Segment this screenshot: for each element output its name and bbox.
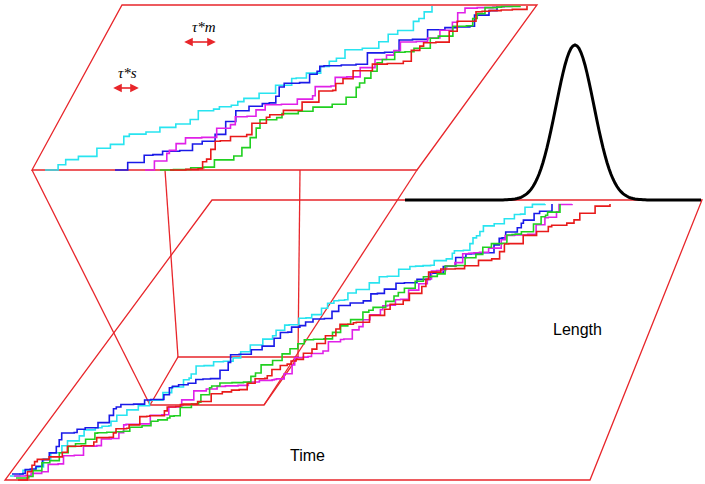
- interval-arrow: [190, 41, 210, 43]
- arrow-head: [186, 39, 192, 45]
- arrow-head: [131, 85, 137, 91]
- zoomed-trace: [45, 6, 432, 170]
- zoom-region: [150, 357, 298, 405]
- trace: [10, 204, 545, 476]
- axis-label: Time: [290, 448, 325, 464]
- trace: [12, 204, 552, 474]
- time-constant-label: τ*m: [192, 20, 216, 35]
- projection-line: [32, 170, 150, 405]
- gaussian-curve: [405, 45, 701, 200]
- arrow-head: [115, 85, 121, 91]
- projection-line: [165, 170, 178, 357]
- zoomed-trace: [160, 6, 520, 170]
- projection-line: [298, 170, 300, 357]
- trace: [18, 204, 610, 480]
- axis-label: Length: [553, 322, 602, 338]
- projection-line: [264, 170, 417, 405]
- arrow-head: [208, 39, 214, 45]
- zoomed-trace: [170, 6, 527, 170]
- full-plane: [5, 200, 702, 480]
- zoom-plane: [32, 5, 537, 170]
- time-constant-label: τ*s: [118, 66, 137, 81]
- trace: [14, 204, 572, 476]
